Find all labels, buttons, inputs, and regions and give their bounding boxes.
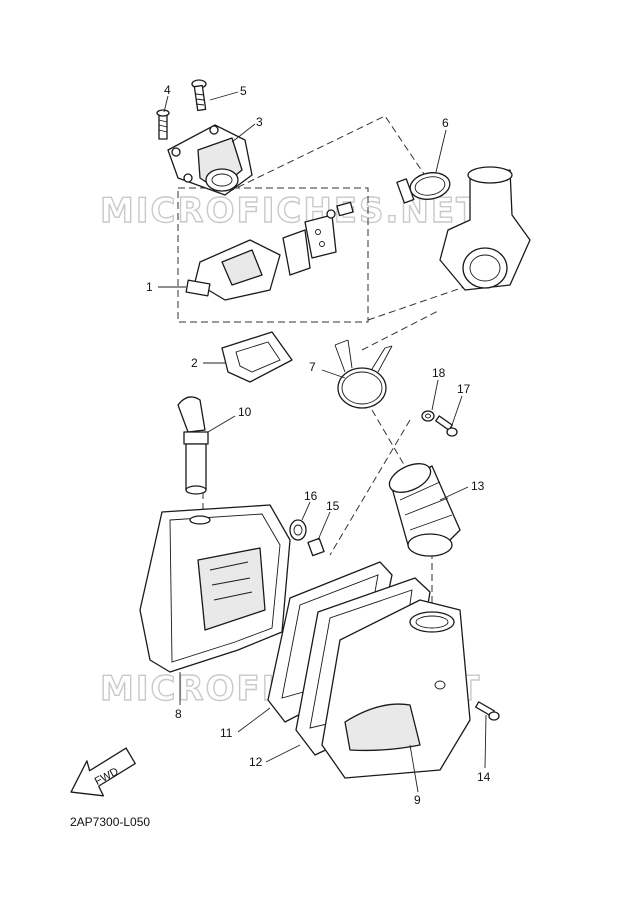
callout-7: 7 [309, 360, 316, 374]
callout-9: 9 [414, 793, 421, 807]
callout-3: 3 [256, 115, 263, 129]
callout-14: 14 [477, 770, 491, 784]
screw-4-part [156, 109, 170, 140]
screw-14-part [475, 701, 500, 721]
spring-clip-7-part [334, 339, 393, 409]
callout-labels: 1 2 3 4 5 6 7 8 9 10 11 12 13 14 15 16 1… [146, 83, 491, 807]
grommet-16-part [289, 519, 307, 541]
clamp-6-part [396, 172, 451, 204]
intake-pipe-part [439, 166, 531, 291]
fwd-arrow: FWD [70, 747, 136, 797]
callout-15: 15 [326, 499, 340, 513]
callout-2: 2 [191, 356, 198, 370]
callout-16: 16 [304, 489, 318, 503]
pipe-10-part [177, 396, 209, 495]
callout-12: 12 [249, 755, 263, 769]
callout-5: 5 [240, 84, 247, 98]
callout-10: 10 [238, 405, 252, 419]
screw-5-part [191, 79, 207, 112]
callout-1: 1 [146, 280, 153, 294]
callout-8: 8 [175, 707, 182, 721]
joint-13-part [388, 463, 461, 557]
callout-11: 11 [220, 726, 233, 740]
diagram-code: 2AP7300-L050 [70, 815, 150, 829]
bolt-17-part [435, 415, 458, 437]
callout-13: 13 [471, 479, 485, 493]
cap-9-part [321, 599, 471, 779]
leader-lines [158, 91, 487, 793]
washer-18-part [421, 410, 435, 422]
collar-15-part [307, 537, 325, 557]
callout-4: 4 [164, 83, 171, 97]
manifold-joint-part [167, 124, 253, 196]
callout-18: 18 [432, 366, 446, 380]
callout-6: 6 [442, 116, 449, 130]
air-cleaner-case-8-part [139, 504, 291, 673]
gasket-2-part [221, 331, 293, 383]
callout-17: 17 [457, 382, 471, 396]
reed-valve-part [185, 201, 354, 301]
